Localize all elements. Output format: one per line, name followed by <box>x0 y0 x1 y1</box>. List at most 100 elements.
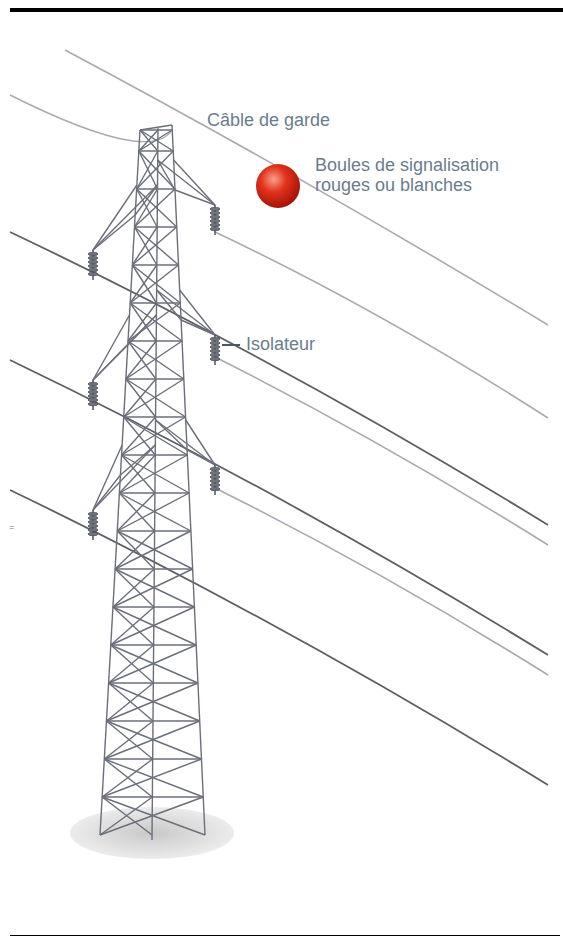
insulator-disc <box>210 479 220 483</box>
insulator-disc <box>88 386 98 390</box>
insulator-disc <box>210 345 220 349</box>
conductor-cable <box>10 232 548 525</box>
lattice-bar <box>134 189 157 227</box>
lattice-bar <box>106 683 197 721</box>
lattice-bar <box>139 151 158 189</box>
lattice-bar <box>117 493 189 531</box>
signal-ball <box>256 164 300 208</box>
insulator-disc <box>210 223 220 227</box>
lattice-bar <box>126 379 186 417</box>
insulator-disc <box>88 520 98 524</box>
lattice-bar <box>140 125 172 130</box>
lattice-bar <box>100 797 152 835</box>
lattice-bar <box>113 569 193 607</box>
lattice-bar <box>106 721 201 759</box>
margin-mark: = <box>9 522 14 533</box>
insulator-disc <box>210 219 220 223</box>
lattice-bar <box>124 379 184 417</box>
insulator-disc <box>88 382 98 386</box>
insulator-disc <box>88 252 98 256</box>
insulator-disc <box>210 337 220 341</box>
insulator <box>88 510 98 540</box>
insulator-disc <box>88 272 98 276</box>
lattice-bar <box>104 721 153 759</box>
insulator-disc <box>210 357 220 361</box>
lattice-bar <box>117 531 192 569</box>
lattice-bar <box>132 265 180 303</box>
lattice-bar <box>128 315 157 345</box>
insulator-disc <box>88 268 98 272</box>
lattice-bar <box>111 645 198 683</box>
lattice-bar <box>117 493 155 531</box>
lattice-bar <box>102 797 205 835</box>
lattice-bar <box>109 683 153 721</box>
lattice-bar <box>128 303 156 341</box>
lattice-bar <box>135 185 157 215</box>
lattice-bar <box>115 531 155 569</box>
lattice-bar <box>119 493 190 531</box>
lattice-bar <box>93 315 130 380</box>
insulator-disc <box>210 211 220 215</box>
lattice-bar <box>93 445 155 510</box>
lattice-bar <box>124 379 156 417</box>
cables <box>10 50 548 785</box>
lattice-bar <box>174 160 215 205</box>
lattice-bar <box>134 227 156 265</box>
lattice-bar <box>106 721 152 759</box>
lattice-bar <box>132 264 178 265</box>
lattice-bar <box>93 215 135 250</box>
insulator-disc <box>88 402 98 406</box>
insulator-disc <box>210 349 220 353</box>
insulator-disc <box>88 264 98 268</box>
lattice-bar <box>109 645 154 683</box>
insulator-disc <box>88 390 98 394</box>
leader-line <box>222 344 240 346</box>
lattice-bar <box>126 341 182 379</box>
lattice-bar <box>113 607 154 645</box>
lattice-bar <box>140 129 172 130</box>
lattice-bar <box>120 445 155 475</box>
insulator-disc <box>210 467 220 471</box>
insulator-label: Isolateur <box>246 334 315 354</box>
insulator-disc <box>88 516 98 520</box>
lattice-bar <box>119 493 154 531</box>
conductor-cable <box>215 232 548 418</box>
conductor-cable <box>10 360 548 655</box>
lattice-bar <box>132 227 176 265</box>
lattice-bar <box>109 683 200 721</box>
insulator-disc <box>88 394 98 398</box>
lattice-bar <box>102 759 153 797</box>
lattice-bar <box>156 420 215 465</box>
insulator-disc <box>210 483 220 487</box>
conductor-cable <box>215 357 548 545</box>
lattice-bar <box>93 185 137 250</box>
lattice-bar <box>106 683 153 721</box>
lattice-bar <box>137 151 174 189</box>
insulator-disc <box>210 471 220 475</box>
lattice-bar <box>158 160 175 190</box>
conductor-cable <box>10 490 548 785</box>
lattice-bar <box>104 759 203 797</box>
insulator-disc <box>210 353 220 357</box>
lattice-bar <box>102 797 152 835</box>
lattice-bar <box>180 290 215 335</box>
lattice-bar <box>130 303 156 341</box>
lattice-bar <box>93 445 122 510</box>
lattice-bar <box>137 151 158 189</box>
lattice-bar <box>111 645 154 683</box>
lattice-bar <box>122 455 190 493</box>
insulator-disc <box>88 528 98 532</box>
insulators <box>88 205 220 540</box>
insulator-disc <box>210 215 220 219</box>
lattice-tower <box>93 125 215 840</box>
insulator <box>88 380 98 410</box>
lattice-bar <box>119 455 187 493</box>
insulator-disc <box>88 532 98 536</box>
lattice-bar <box>158 160 215 205</box>
lattice-bar <box>157 290 215 335</box>
lattice-bar <box>132 227 157 265</box>
lattice-bar <box>111 607 195 645</box>
insulator-disc <box>88 256 98 260</box>
guard-cable-label: Câble de garde <box>207 110 330 130</box>
lattice-bar <box>113 569 154 607</box>
